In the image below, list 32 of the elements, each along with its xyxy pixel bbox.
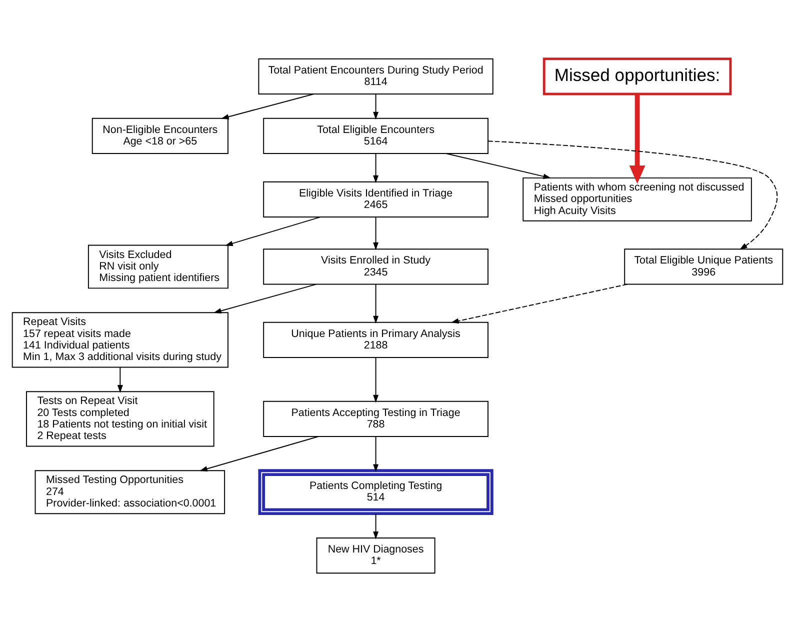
arrow bbox=[373, 94, 379, 120]
node-box: New HIV Diagnoses 1* bbox=[316, 537, 436, 574]
arrow bbox=[450, 284, 628, 324]
node-box: Unique Patients in Primary Analysis 2188 bbox=[263, 322, 488, 358]
arrow bbox=[117, 366, 123, 393]
arrow bbox=[200, 436, 319, 472]
node-box: Total Eligible Encounters 5164 bbox=[263, 118, 488, 154]
node-box: Patients Accepting Testing in Triage 788 bbox=[263, 400, 488, 437]
node-box: Total Eligible Unique Patients 3996 bbox=[624, 248, 784, 285]
arrow bbox=[373, 216, 379, 250]
arrow bbox=[488, 140, 778, 250]
node-box: Visits Enrolled in Study 2345 bbox=[263, 248, 488, 285]
arrow bbox=[373, 284, 379, 324]
arrow bbox=[629, 94, 646, 184]
node-box: Missed opportunities: bbox=[542, 58, 732, 96]
arrow bbox=[373, 153, 379, 184]
node-box: Total Patient Encounters During Study Period 8114 bbox=[258, 58, 494, 95]
arrow bbox=[220, 94, 314, 120]
node-box: Visits Excluded RN visit only Missing patient identifiers bbox=[88, 244, 228, 289]
node-box: Non-Eligible Encounters Age <18 or >65 bbox=[92, 118, 228, 154]
node-box: Patients with whom screening not discussed Missed opportunities High Acuity Visits bbox=[522, 177, 752, 222]
arrow bbox=[373, 436, 379, 472]
node-box: Repeat Visits 157 repeat visits made 141 Individual patients Min 1, Max 3 additional visits during study bbox=[12, 312, 228, 368]
node-box: Eligible Visits Identified in Triage 2465 bbox=[263, 181, 488, 218]
node-box: Patients Completing Testing 514 bbox=[258, 469, 494, 516]
node-box: Tests on Repeat Visit 20 Tests completed 18 Patients not testing on initial visit 2 Repeat tests bbox=[26, 391, 214, 447]
arrow bbox=[214, 284, 317, 314]
arrow bbox=[225, 216, 321, 246]
arrow bbox=[373, 513, 379, 540]
arrow bbox=[446, 153, 552, 180]
arrow bbox=[373, 357, 379, 403]
node-box: Missed Testing Opportunities 274 Provider-linked: association<0.0001 bbox=[34, 470, 226, 514]
